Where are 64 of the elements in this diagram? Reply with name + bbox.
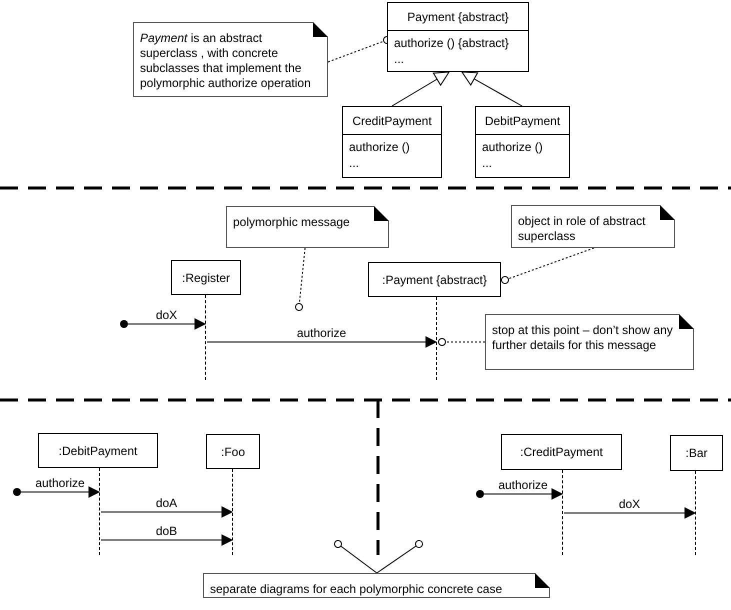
object-box — [670, 435, 723, 471]
member-text: authorize () — [482, 139, 544, 155]
message-label: doX — [616, 498, 642, 511]
message-arrow — [564, 508, 696, 518]
member-text: ... — [482, 155, 494, 171]
start-dot — [476, 490, 484, 498]
note-box — [511, 205, 675, 248]
object-box — [38, 433, 158, 468]
note-text: stop at this point – don’t show any further details for this message — [492, 323, 673, 352]
message-label: authorize — [33, 477, 87, 490]
object-name: :CreditPayment — [520, 445, 603, 459]
object-box — [206, 434, 260, 469]
class-name: DebitPayment — [484, 113, 562, 130]
object-name: :Bar — [685, 446, 708, 460]
object-box — [501, 434, 622, 470]
object-name: :DebitPayment — [58, 444, 138, 458]
class-box — [342, 106, 442, 178]
class-name: Payment {abstract} — [406, 9, 510, 26]
note-box — [226, 206, 389, 248]
leader-line — [376, 540, 423, 574]
class-box — [387, 2, 529, 72]
lifeline — [436, 297, 438, 380]
message-label: authorize — [496, 478, 550, 492]
note-box — [485, 314, 694, 370]
message-arrow — [20, 486, 100, 498]
lifeline — [695, 471, 697, 555]
start-dot — [13, 488, 21, 496]
note-box — [133, 22, 328, 97]
lifeline — [99, 468, 101, 555]
class-box — [475, 106, 570, 178]
member-text: authorize () {abstract} — [394, 35, 510, 51]
member-text: authorize () — [349, 139, 411, 155]
start-dot — [120, 320, 128, 328]
generalization-arrow — [461, 72, 523, 106]
message-arrow — [206, 336, 436, 348]
class-name: CreditPayment — [351, 113, 433, 130]
object-box — [368, 262, 501, 297]
object-box — [171, 260, 241, 295]
leader-line — [334, 540, 378, 574]
leader-line — [438, 338, 486, 346]
object-name: :Register — [182, 270, 230, 284]
lifeline — [562, 470, 564, 555]
lifeline — [232, 469, 234, 555]
note-text: polymorphic message — [233, 215, 350, 229]
message-arrow — [100, 506, 232, 518]
message-arrow — [484, 488, 562, 500]
leader-line — [295, 248, 306, 311]
message-label: authorize — [294, 326, 348, 340]
note-text: Payment is an abstract superclass , with concrete subclasses that implement the polymorphic authorize operation — [140, 31, 311, 90]
object-name: :Payment {abstract} — [382, 272, 487, 286]
message-label: doX — [154, 308, 180, 322]
message-arrow — [100, 534, 232, 546]
note-text: object in role of abstract superclass — [518, 214, 646, 243]
message-label: doA — [154, 497, 180, 510]
member-text: ... — [349, 155, 360, 171]
message-label: doB — [154, 525, 180, 538]
leader-line — [501, 248, 594, 284]
note-text: separate diagrams for each polymorphic concrete case — [210, 582, 502, 596]
member-text: ... — [394, 51, 406, 67]
object-name: :Foo — [220, 444, 245, 458]
lifeline — [205, 295, 207, 380]
message-arrow — [128, 318, 206, 330]
note-box — [203, 573, 550, 598]
generalization-arrow — [392, 72, 450, 106]
